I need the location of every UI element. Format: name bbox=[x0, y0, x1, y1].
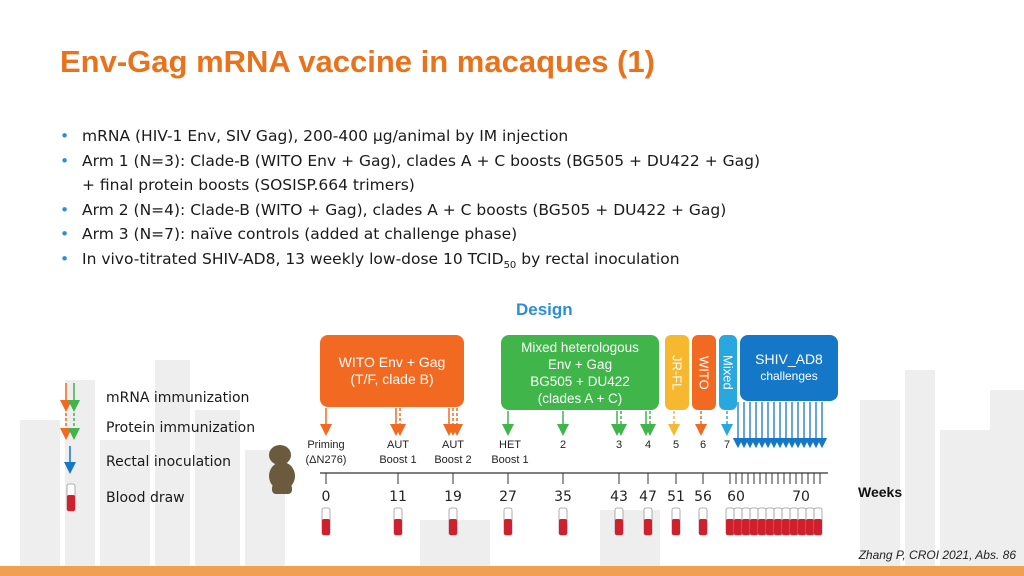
bullet-list: • mRNA (HIV-1 Env, SIV Gag), 200-400 µg/… bbox=[58, 124, 958, 278]
slide-title: Env-Gag mRNA vaccine in macaques (1) bbox=[60, 44, 655, 79]
city-skyline-background bbox=[20, 360, 1024, 576]
week-tick-label: 27 bbox=[499, 489, 517, 505]
legend-protein-arrow-icon bbox=[60, 413, 80, 440]
challenge-arrows bbox=[732, 402, 828, 449]
bullet-item: • mRNA (HIV-1 Env, SIV Gag), 200-400 µg/… bbox=[58, 124, 958, 149]
bullet-continuation: + final protein boosts (SOSISP.664 trime… bbox=[82, 176, 415, 194]
bullet-dot-icon: • bbox=[60, 200, 70, 219]
week-tick-label: 51 bbox=[667, 489, 685, 505]
event-label: 2 bbox=[559, 439, 567, 451]
legend-blood-tube-icon bbox=[66, 483, 76, 512]
jr-fl-box: JR-FL bbox=[665, 335, 689, 410]
week-tick-label: 0 bbox=[321, 489, 331, 505]
citation: Zhang P, CROI 2021, Abs. 86 bbox=[858, 548, 1016, 562]
legend-protein-label: Protein immunization bbox=[106, 420, 256, 436]
week-tick-label: 11 bbox=[389, 489, 407, 505]
bullet-dot-icon: • bbox=[60, 225, 70, 243]
legend-mrna-arrow-icon bbox=[60, 383, 80, 412]
bullet-item: • Arm 3 (N=7): naïve controls (added at … bbox=[58, 222, 958, 247]
week-tick-label: 47 bbox=[639, 489, 657, 505]
event-label: 6 bbox=[699, 439, 707, 451]
bullet-item: • In vivo-titrated SHIV-AD8, 13 weekly l… bbox=[58, 247, 958, 279]
wito-env-gag-box: WITO Env + Gag (T/F, clade B) bbox=[320, 335, 464, 407]
week-tick-label: 70 bbox=[792, 489, 810, 505]
event-label: 3 bbox=[615, 439, 623, 451]
mixed-vertical-box: Mixed bbox=[719, 335, 737, 410]
week-tick-label: 19 bbox=[444, 489, 462, 505]
macaque-icon bbox=[269, 445, 295, 494]
event-label: 7 bbox=[723, 439, 731, 451]
bottom-accent-bar bbox=[0, 566, 1024, 576]
event-label: Priming(ΔN276) bbox=[305, 439, 347, 466]
event-label: 4 bbox=[644, 439, 652, 451]
event-label: 5 bbox=[672, 439, 680, 451]
wito-vertical-box: WITO bbox=[692, 335, 716, 410]
week-tick-label: 43 bbox=[610, 489, 628, 505]
week-tick-label: 35 bbox=[554, 489, 572, 505]
week-tick-label: 60 bbox=[727, 489, 745, 505]
week-tick-label: 56 bbox=[694, 489, 712, 505]
shiv-ad8-challenges-box: SHIV_AD8 challenges bbox=[740, 335, 838, 401]
bullet-dot-icon: • bbox=[60, 151, 70, 170]
weeks-axis-label: Weeks bbox=[858, 484, 903, 500]
design-heading: Design bbox=[516, 300, 573, 319]
mixed-heterologous-box: Mixed heterologous Env + Gag BG505 + DU4… bbox=[501, 335, 659, 410]
bullet-item: • Arm 2 (N=4): Clade-B (WITO + Gag), cla… bbox=[58, 198, 958, 223]
legend-blood-label: Blood draw bbox=[106, 490, 185, 506]
bullet-dot-icon: • bbox=[60, 127, 70, 145]
bullet-item: • Arm 1 (N=3): Clade-B (WITO Env + Gag),… bbox=[58, 149, 958, 198]
legend-mrna-label: mRNA immunization bbox=[106, 390, 250, 406]
blood-draw-tubes bbox=[321, 507, 823, 536]
legend-rectal-label: Rectal inoculation bbox=[106, 454, 232, 470]
bullet-dot-icon: • bbox=[60, 249, 70, 268]
